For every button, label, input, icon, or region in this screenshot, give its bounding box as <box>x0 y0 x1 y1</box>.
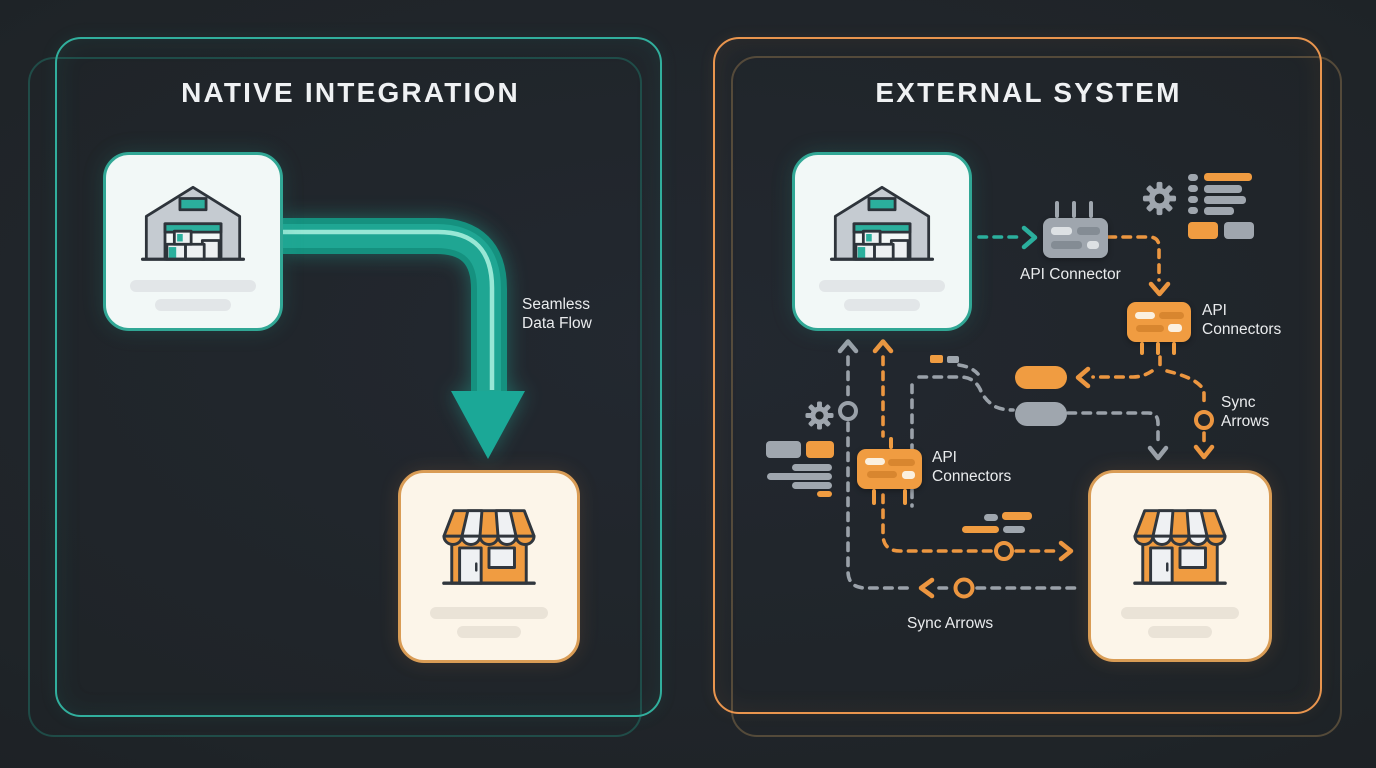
gear-icon-mid <box>805 401 834 430</box>
card-text-line <box>155 299 231 311</box>
seamless-data-flow-label: Seamless Data Flow <box>522 296 592 332</box>
native-integration-panel <box>55 37 662 717</box>
card-text-line <box>130 280 256 292</box>
storefront-card-external <box>1088 470 1272 662</box>
external-panel-title: EXTERNAL SYSTEM <box>875 77 1182 108</box>
storefront-card-native <box>398 470 580 663</box>
data-bars-icon-b <box>961 511 1033 534</box>
card-text-line <box>457 626 521 638</box>
api-chip-icon-top <box>1127 302 1191 355</box>
card-text-line <box>1121 607 1239 619</box>
data-pill-gray <box>1015 402 1067 426</box>
data-pill-orange <box>1015 366 1067 389</box>
api-connectors-label-top: API Connectors <box>1202 302 1282 338</box>
external-system-panel <box>713 37 1322 714</box>
card-text-line <box>844 299 920 311</box>
api-connector-label: API Connector <box>1020 266 1121 283</box>
card-text-line <box>819 280 945 292</box>
native-panel-back-border <box>28 57 642 737</box>
storefront-icon <box>442 508 536 585</box>
storefront-icon <box>1133 508 1227 585</box>
warehouse-card-external <box>792 152 972 331</box>
card-text-line <box>430 607 548 619</box>
external-panel-back-border <box>731 56 1342 737</box>
warehouse-icon <box>829 185 935 261</box>
data-bars-icon-a <box>930 355 960 364</box>
warehouse-icon <box>140 185 246 261</box>
sync-arrows-label-bottom: Sync Arrows <box>907 615 994 632</box>
api-chip-icon-mid <box>857 437 922 505</box>
sync-arrows-label-mid: Sync Arrows <box>1221 394 1270 430</box>
card-text-line <box>1148 626 1212 638</box>
gear-icon-top <box>1142 181 1177 216</box>
list-settings-icon-top <box>1186 172 1258 240</box>
api-connector-device-icon <box>1043 201 1108 258</box>
list-settings-icon-mid <box>766 441 836 499</box>
api-connectors-label-mid: API Connectors <box>932 449 1012 485</box>
native-panel-title: NATIVE INTEGRATION <box>181 77 520 108</box>
warehouse-card-native <box>103 152 283 331</box>
